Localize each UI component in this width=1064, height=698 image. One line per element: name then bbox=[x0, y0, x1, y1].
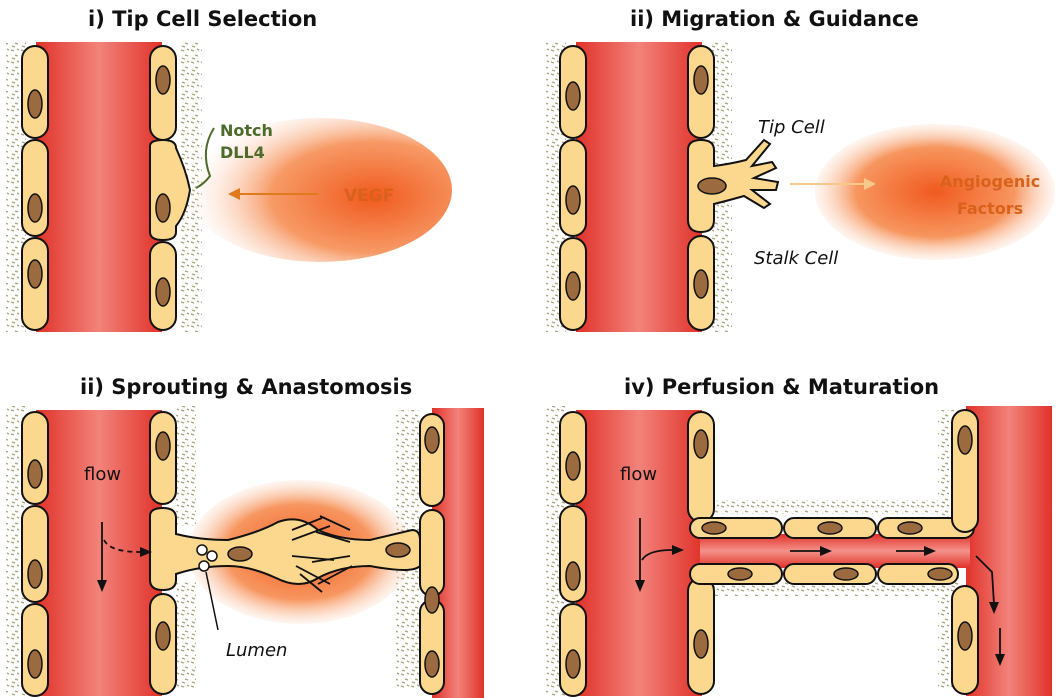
notch-label: Notch bbox=[220, 121, 273, 140]
tip-cell-label: Tip Cell bbox=[758, 117, 825, 138]
panel1-title: i) Tip Cell Selection bbox=[88, 7, 317, 31]
lumen-label: Lumen bbox=[226, 640, 287, 661]
panel-migration-guidance: ii) Migration & Guidance Tip Cell Sta bbox=[546, 7, 1055, 332]
vegf-label: VEGF bbox=[344, 186, 394, 206]
panel-perfusion-maturation: iv) Perfusion & Maturation bbox=[546, 375, 1052, 696]
panel4-title: iv) Perfusion & Maturation bbox=[624, 375, 939, 399]
pericyte-fibers-top bbox=[712, 500, 952, 514]
vessel bbox=[576, 42, 702, 332]
flow-label: flow bbox=[84, 464, 121, 485]
factors-label-1: Angiogenic bbox=[940, 172, 1040, 191]
vessel bbox=[36, 42, 162, 332]
panel3-title: ii) Sprouting & Anastomosis bbox=[80, 375, 412, 399]
panel-tip-cell-selection: i) Tip Cell Selection bbox=[6, 7, 452, 332]
pericyte-fibers-mid bbox=[176, 406, 196, 526]
dll4-label: DLL4 bbox=[220, 143, 265, 162]
angiogenic-factors-gradient bbox=[815, 124, 1055, 260]
pericyte-fibers-mid2 bbox=[176, 580, 196, 690]
vessel bbox=[576, 410, 702, 696]
panel2-title: ii) Migration & Guidance bbox=[630, 7, 919, 31]
factors-label-2: Factors bbox=[957, 199, 1023, 218]
flow-label: flow bbox=[620, 464, 657, 485]
stalk-cell-label: Stalk Cell bbox=[754, 248, 838, 269]
panel-sprouting-anastomosis: ii) Sprouting & Anastomosis bbox=[6, 375, 484, 698]
